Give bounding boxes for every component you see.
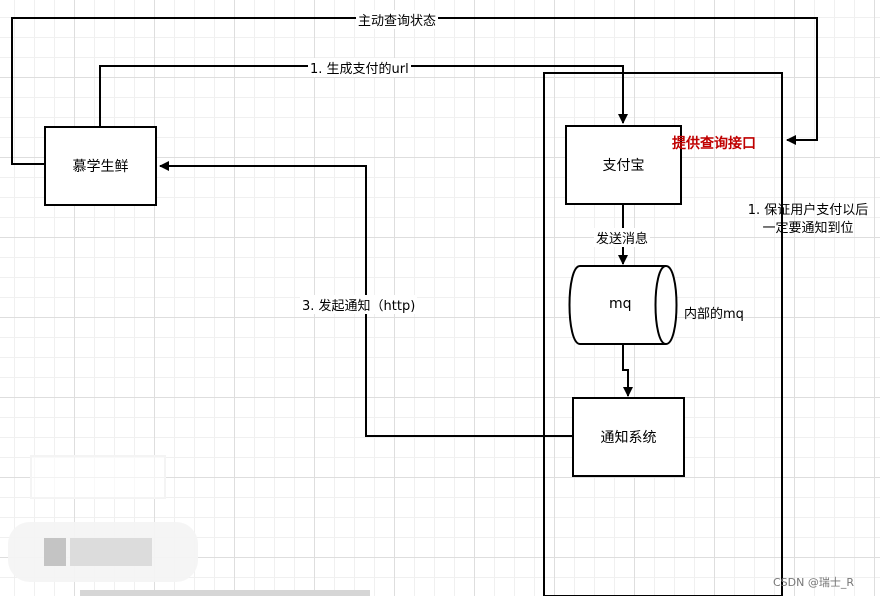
mq-cylinder-edge [654, 265, 667, 345]
blurred-block-2 [70, 538, 152, 566]
annotation-provide-query: 提供查询接口 [672, 136, 756, 152]
annotation-guarantee-line1: 1. 保证用户支付以后 [747, 203, 869, 218]
annotation-inner-mq: 内部的mq [684, 307, 744, 322]
service-container [543, 72, 783, 596]
annotation-guarantee-line2: 一定要通知到位 [762, 221, 854, 236]
edge-mq-to-notify [622, 344, 633, 397]
node-alipay: 支付宝 [565, 125, 682, 205]
node-notify: 通知系统 [572, 397, 685, 477]
label-query-status: 主动查询状态 [356, 10, 439, 29]
label-notify-http: 3. 发起通知（http) [300, 295, 418, 314]
label-send-message: 发送消息 [594, 228, 651, 247]
node-muxue-label: 慕学生鲜 [72, 159, 129, 175]
watermark: CSDN @瑞士_R [773, 576, 855, 589]
node-notify-label: 通知系统 [600, 430, 657, 446]
faded-box [30, 455, 166, 499]
node-mq-label: mq [609, 296, 632, 312]
annotation-guarantee: 1. 保证用户支付以后 一定要通知到位 [738, 202, 878, 238]
node-muxue: 慕学生鲜 [44, 126, 157, 206]
blurred-text-strip [80, 590, 370, 596]
blurred-block-1 [44, 538, 66, 566]
node-alipay-label: 支付宝 [602, 158, 645, 174]
label-generate-url: 1. 生成支付的url [308, 58, 411, 77]
